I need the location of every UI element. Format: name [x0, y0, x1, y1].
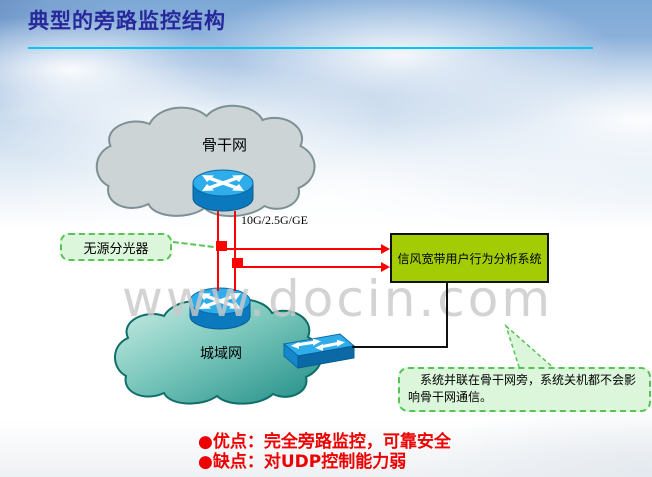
analysis-system-box: 信风宽带用户行为分析系统 [390, 233, 549, 283]
metro-cloud-icon [114, 298, 323, 405]
backbone-router-icon [192, 169, 254, 212]
metro-cloud-label: 城域网 [200, 346, 242, 362]
metro-router-icon [189, 287, 251, 330]
title-underline [28, 47, 593, 49]
backbone-cloud-icon [95, 104, 316, 218]
splitter-tap-lower [232, 258, 243, 268]
splitter-callout-tail [172, 241, 214, 248]
system-connector-vertical [446, 283, 448, 347]
bullet-advantage: ●优点：完全旁路监控，可靠安全 [198, 432, 451, 452]
splitter-callout: 无源分光器 [60, 233, 172, 261]
fiber-link-left [217, 211, 219, 291]
mirror-link-lower-arrowhead [381, 262, 390, 272]
slide-title: 典型的旁路监控结构 [28, 9, 226, 33]
bullet-disadvantage: ●缺点：对UDP控制能力弱 [198, 452, 407, 472]
mirror-link-upper [227, 248, 382, 250]
note-callout-tail [504, 324, 558, 371]
mirror-link-upper-arrowhead [381, 244, 390, 254]
note-callout-text: 系统并联在骨干网旁，系统关机都不会影响骨干网通信。 [408, 373, 637, 405]
switch-icon [282, 333, 356, 370]
link-speed-label: 10G/2.5G/GE [241, 213, 308, 227]
system-connector-horizontal [352, 346, 448, 348]
splitter-tap-upper [216, 241, 227, 251]
analysis-system-label: 信风宽带用户行为分析系统 [397, 251, 542, 266]
bullet-list: ●优点：完全旁路监控，可靠安全 ●缺点：对UDP控制能力弱 [198, 432, 451, 472]
mirror-link-lower [243, 266, 382, 268]
note-callout: 系统并联在骨干网旁，系统关机都不会影响骨干网通信。 [398, 367, 651, 412]
backbone-cloud-label: 骨干网 [202, 136, 248, 154]
splitter-label: 无源分光器 [83, 241, 149, 257]
fiber-link-right [234, 211, 236, 291]
